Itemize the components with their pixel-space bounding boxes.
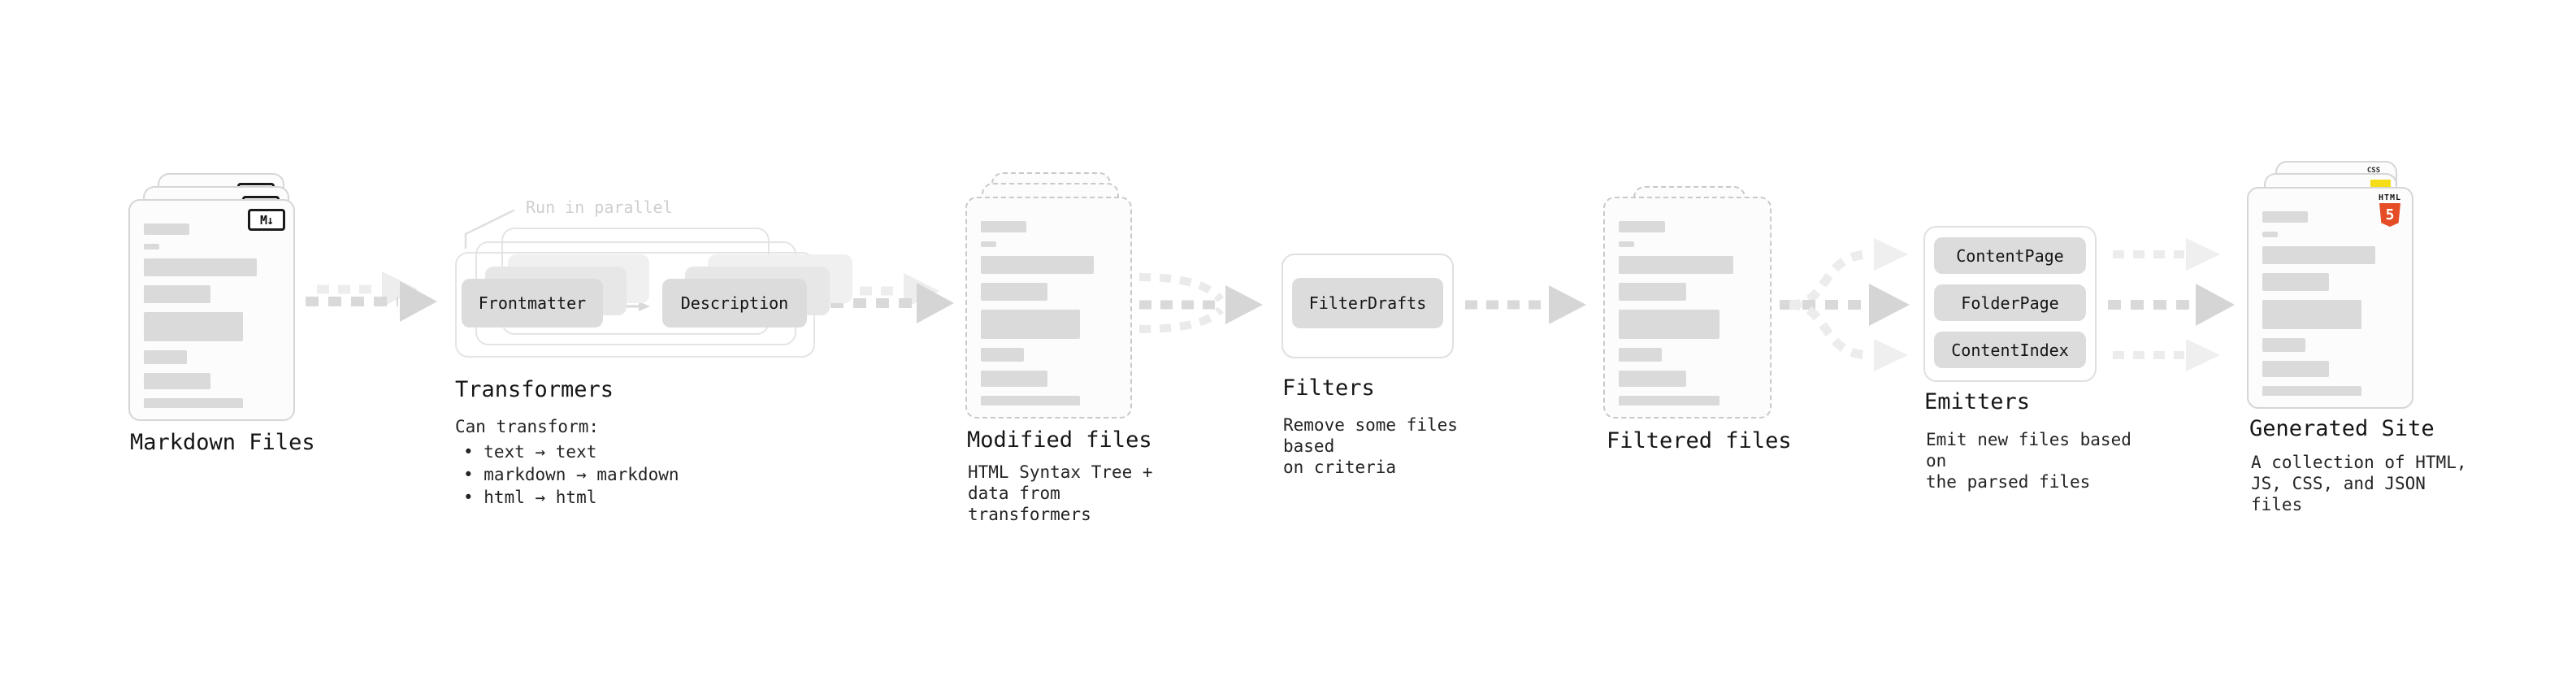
- skeleton-line: [2262, 386, 2362, 396]
- skeleton-line: [144, 285, 210, 303]
- skeleton-line: [1619, 241, 1634, 247]
- annotation-leader-line: [464, 209, 515, 249]
- skeleton-line: [1619, 396, 1720, 406]
- skeleton-line: [144, 258, 258, 276]
- skeleton-line: [981, 371, 1047, 387]
- skeleton-line: [144, 398, 244, 408]
- stage-emitters: ContentPage FolderPage ContentIndex Emit…: [1923, 226, 2135, 518]
- emitter-box-folderpage: FolderPage: [1934, 284, 2086, 321]
- css-badge-label: CSS: [2366, 167, 2381, 175]
- skeleton-line: [2262, 361, 2329, 377]
- skeleton-line: [981, 256, 1095, 274]
- site-file-card-html: HTML 5: [2247, 187, 2413, 409]
- skeleton-line: [144, 350, 187, 364]
- html5-shield: 5: [2379, 203, 2400, 227]
- skeleton-line: [2262, 246, 2376, 264]
- stage-modified-files: Modified files HTML Syntax Tree + data f…: [965, 172, 1177, 524]
- arrow-filtered-to-emitters: [1780, 238, 1910, 371]
- skeleton-line: [1619, 310, 1720, 339]
- skeleton-line: [981, 396, 1081, 406]
- markdown-file-card-front: M↓: [128, 199, 295, 421]
- skeleton-line: [981, 310, 1081, 339]
- skeleton-line: [1619, 283, 1686, 301]
- skeleton-line: [981, 221, 1027, 232]
- skeleton-line: [144, 223, 190, 235]
- stage-transformers: Run in parallel Frontmatter Description …: [455, 195, 852, 544]
- skeleton-line: [981, 283, 1047, 301]
- html5-badge-label: HTML: [2378, 193, 2402, 202]
- file-content-skeleton: [2262, 211, 2400, 396]
- stage-title: Markdown Files: [130, 430, 315, 455]
- stage-note: HTML Syntax Tree + data from transformer…: [968, 462, 1153, 524]
- run-in-parallel-annotation: Run in parallel: [526, 197, 673, 217]
- skeleton-line: [1619, 221, 1665, 232]
- skeleton-line: [1619, 371, 1686, 387]
- transformer-input-box: Frontmatter: [462, 279, 603, 327]
- stage-note-heading: Can transform:: [455, 417, 600, 436]
- stage-title: Modified files: [967, 427, 1152, 453]
- stage-markdown-files: M↓ M↓ M↓ Markdown Files: [128, 173, 340, 514]
- stage-note: Emit new files based on the parsed files: [1926, 430, 2131, 492]
- file-content-skeleton: [981, 221, 1119, 406]
- arrow-emitters-to-generated: [2108, 238, 2235, 371]
- html5-icon: HTML 5: [2378, 193, 2402, 227]
- stage-title: Filtered files: [1607, 428, 1792, 453]
- arrow-filters-to-filtered: [1465, 285, 1586, 324]
- stage-filters: FilterDrafts Filters Remove some files b…: [1281, 254, 1493, 522]
- skeleton-line: [981, 241, 996, 247]
- stage-title: Filters: [1282, 375, 1375, 401]
- skeleton-line: [981, 348, 1024, 362]
- skeleton-line: [2262, 232, 2278, 237]
- list-item: • html → html: [463, 488, 597, 507]
- arrow-transformers-to-modified: [830, 273, 954, 323]
- stage-generated-site: CSS HTML 5 Generated Site A collection o…: [2247, 161, 2483, 518]
- stage-note: Remove some files based on criteria: [1283, 415, 1458, 477]
- stage-title: Generated Site: [2249, 416, 2435, 441]
- filter-box: FilterDrafts: [1292, 278, 1443, 328]
- list-item: • text → text: [463, 442, 597, 462]
- filtered-file-card-front: [1603, 197, 1772, 419]
- skeleton-line: [2262, 211, 2309, 223]
- stage-title: Emitters: [1924, 389, 2031, 414]
- stage-title: Transformers: [455, 377, 614, 402]
- stage-note: A collection of HTML, JS, CSS, and JSON …: [2251, 453, 2467, 514]
- file-content-skeleton: [144, 223, 282, 408]
- emitter-box-contentpage: ContentPage: [1934, 237, 2086, 274]
- transformer-output-box: Description: [662, 279, 807, 327]
- arrow-modified-to-filters: [1138, 273, 1263, 333]
- skeleton-line: [144, 312, 244, 341]
- skeleton-line: [1619, 348, 1663, 362]
- transform-capabilities-list: • text → text • markdown → markdown • ht…: [463, 440, 679, 509]
- html5-number: 5: [2385, 206, 2395, 223]
- skeleton-line: [2262, 338, 2305, 352]
- skeleton-line: [2262, 300, 2362, 329]
- markdown-icon: M↓: [248, 209, 285, 231]
- skeleton-line: [144, 244, 159, 249]
- arrow-markdown-to-transformers: [306, 271, 437, 322]
- file-content-skeleton: [1619, 221, 1759, 406]
- stage-filtered-files: Filtered files: [1603, 186, 1815, 527]
- modified-file-card-front: [965, 197, 1132, 419]
- skeleton-line: [2262, 273, 2329, 291]
- list-item: • markdown → markdown: [463, 465, 679, 484]
- skeleton-line: [1619, 256, 1734, 274]
- emitter-box-contentindex: ContentIndex: [1934, 332, 2086, 368]
- skeleton-line: [144, 373, 210, 389]
